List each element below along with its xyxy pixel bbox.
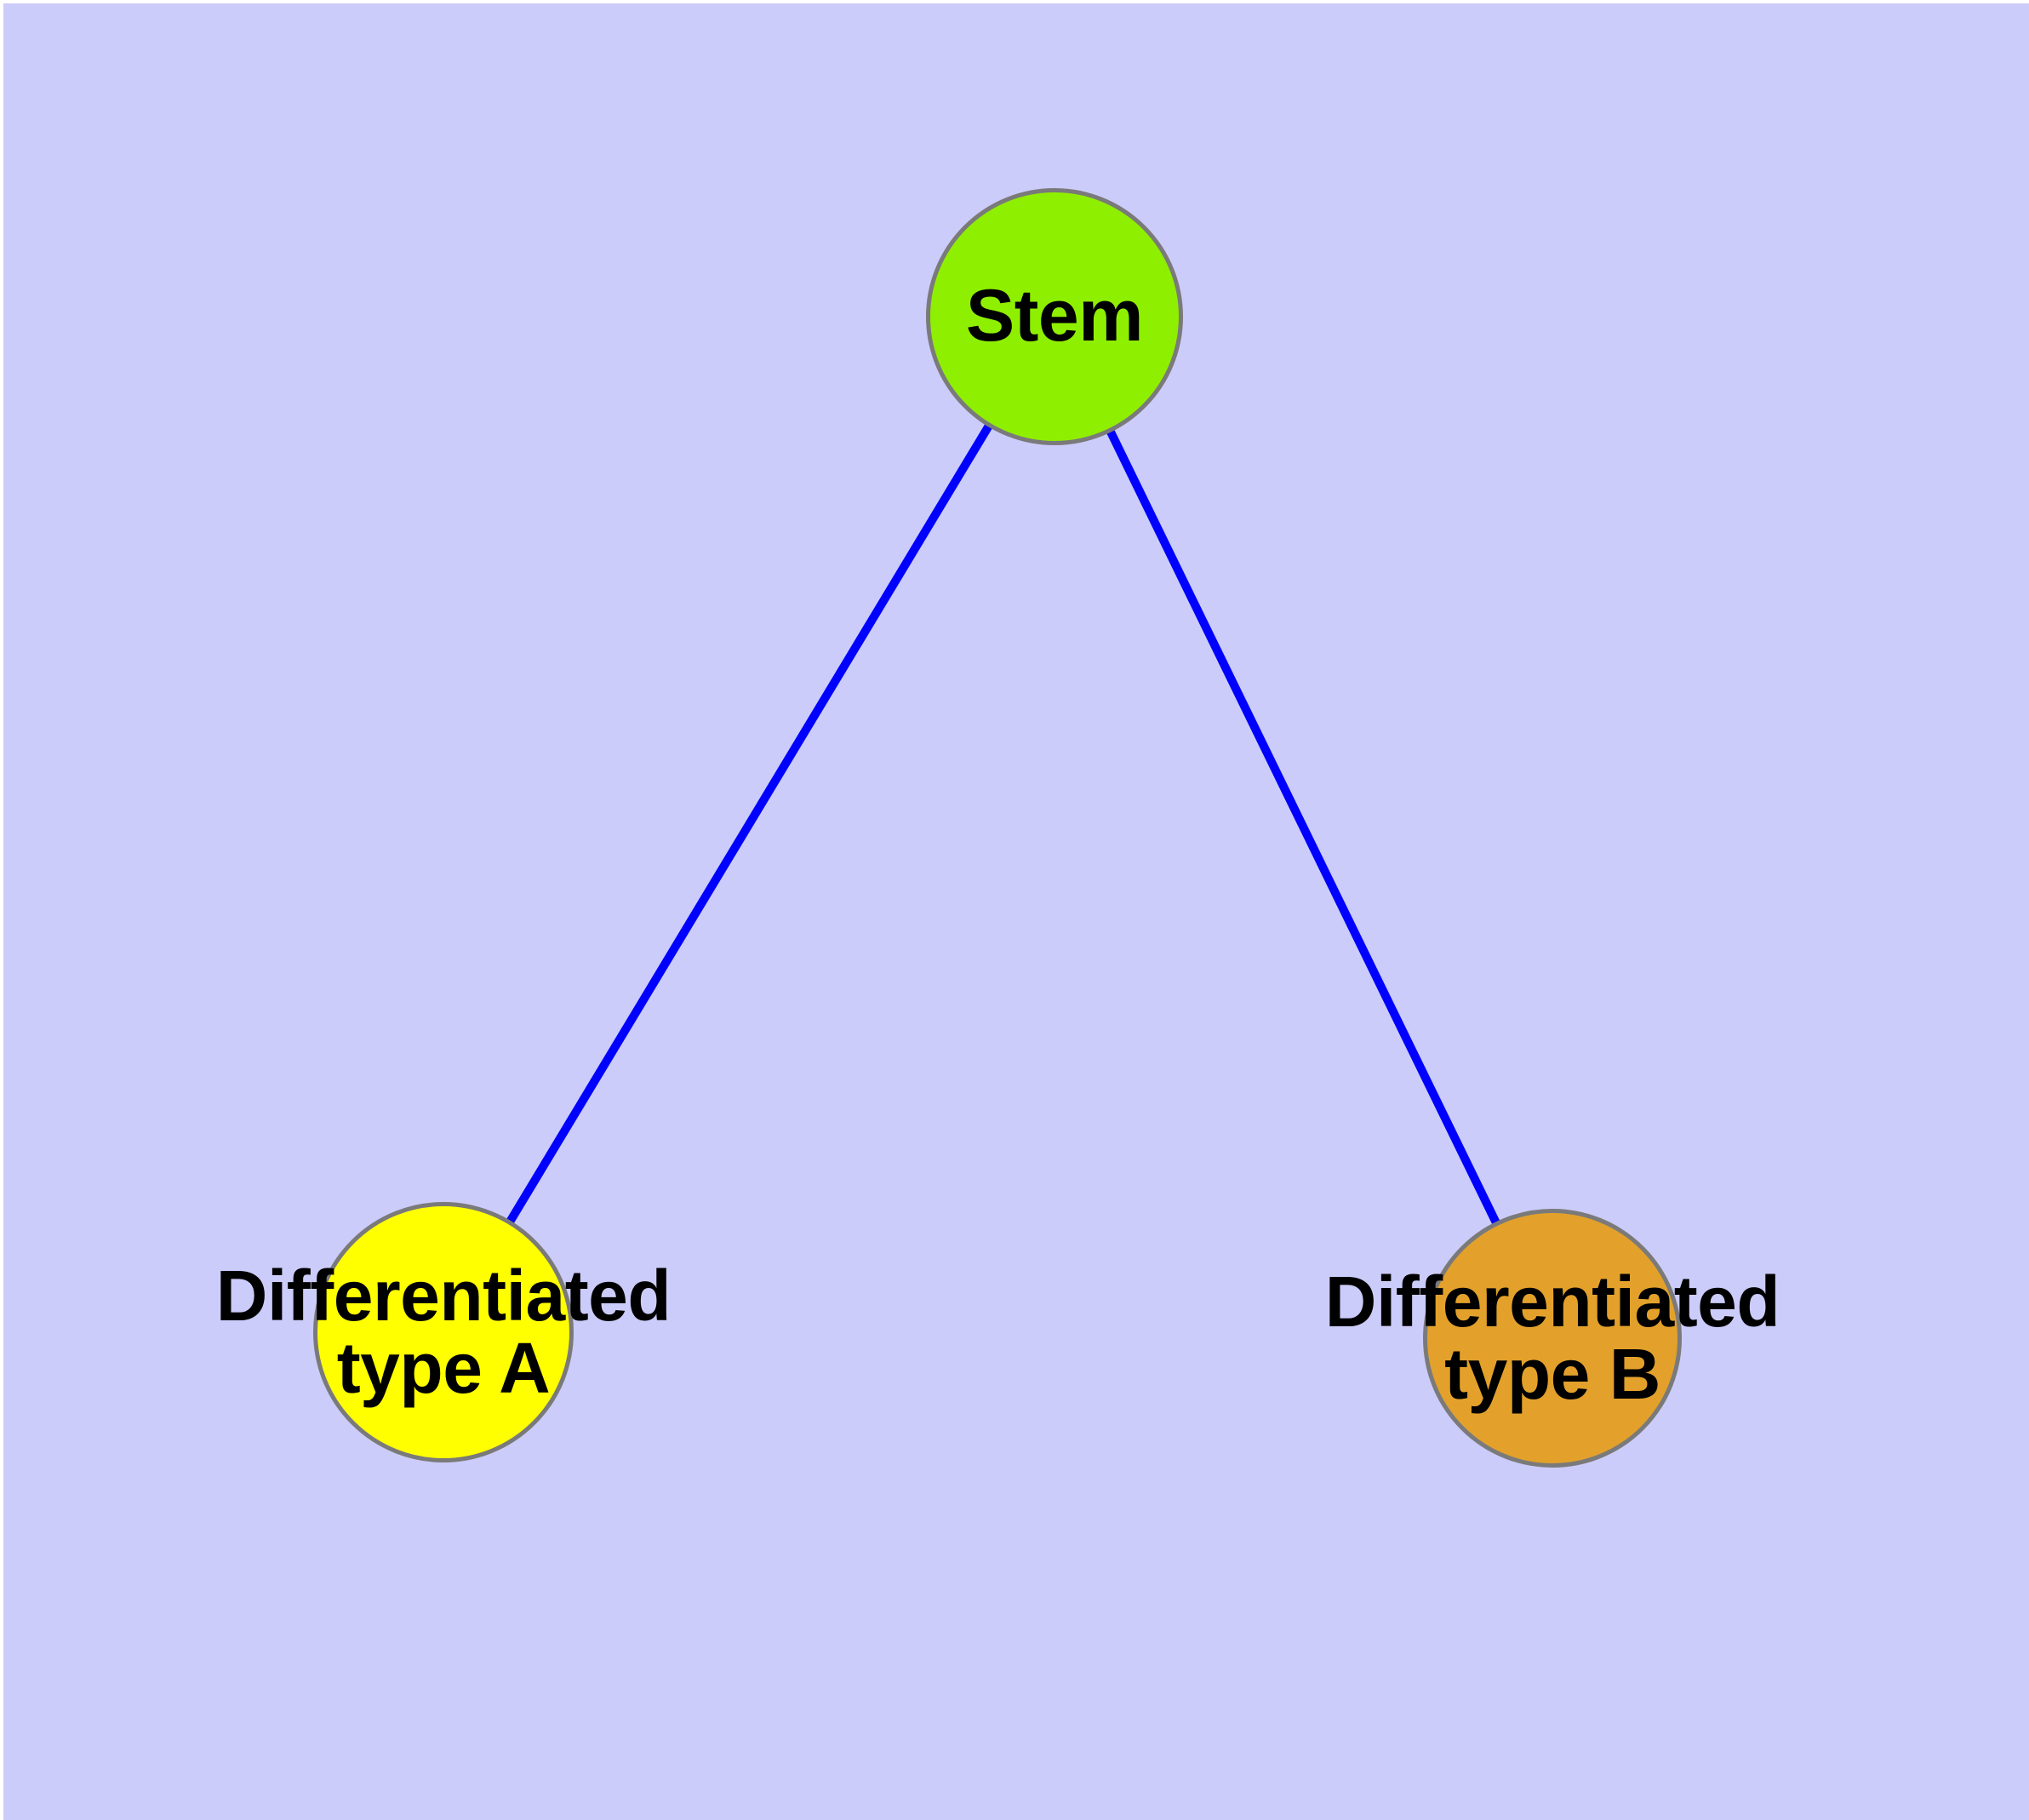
edges-layer [506, 422, 1501, 1227]
nodes-layer [313, 188, 1682, 1468]
node-differentiated-type-a[interactable] [313, 1202, 574, 1462]
edge-stem-to-diff-a[interactable] [506, 422, 993, 1226]
node-stem[interactable] [926, 188, 1183, 445]
edge-stem-to-diff-b[interactable] [1106, 427, 1501, 1227]
node-differentiated-type-b[interactable] [1423, 1209, 1682, 1468]
